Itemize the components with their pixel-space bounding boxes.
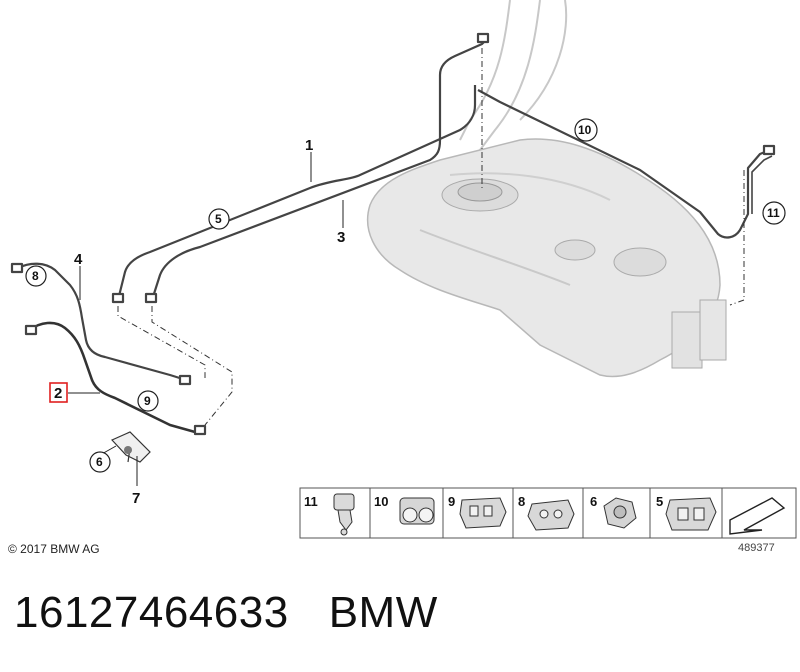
fuel-line-10 bbox=[477, 89, 771, 239]
circled-callouts: 5 10 11 8 9 6 bbox=[25, 118, 786, 473]
callout-2-highlight: 2 bbox=[49, 382, 68, 403]
leader-lines bbox=[68, 152, 344, 486]
fuel-line-3 bbox=[116, 85, 477, 301]
legend-num-6: 6 bbox=[590, 494, 597, 509]
callout-6: 6 bbox=[96, 455, 103, 469]
callout-11: 11 bbox=[767, 206, 780, 220]
fuel-tank bbox=[366, 138, 727, 378]
callout-4: 4 bbox=[74, 251, 83, 268]
legend-part-10-icon bbox=[399, 497, 435, 525]
legend-part-9-icon bbox=[459, 497, 507, 529]
callout-8: 8 bbox=[32, 269, 39, 283]
callout-5: 5 bbox=[215, 212, 222, 226]
arrow-icon bbox=[729, 497, 786, 535]
fuel-line-1 bbox=[150, 37, 489, 301]
legend-part-8-icon bbox=[527, 499, 575, 531]
legend-num-5: 5 bbox=[656, 494, 663, 509]
callout-1: 1 bbox=[305, 137, 313, 154]
legend-num-11: 11 bbox=[304, 494, 318, 509]
clip-part bbox=[110, 431, 151, 463]
copyright-text: © 2017 BMW AG bbox=[8, 542, 100, 556]
connection-paths bbox=[117, 48, 745, 426]
part-number-line: 16127464633 BMW bbox=[14, 588, 438, 638]
parts-legend: 11 10 9 8 6 5 bbox=[299, 487, 797, 539]
fuel-lines bbox=[10, 32, 776, 436]
callout-3: 3 bbox=[337, 229, 345, 246]
legend-num-9: 9 bbox=[448, 494, 455, 509]
fuel-line-4 bbox=[17, 262, 187, 382]
fuel-line-2 bbox=[29, 321, 196, 434]
fuel-line-11 bbox=[751, 155, 773, 214]
legend-part-6-icon bbox=[603, 497, 637, 529]
legend-part-5-icon bbox=[665, 497, 717, 531]
part-number: 16127464633 bbox=[14, 588, 289, 637]
legend-num-8: 8 bbox=[518, 494, 525, 509]
legend-part-11-icon bbox=[333, 493, 355, 536]
callout-7: 7 bbox=[132, 490, 140, 507]
callout-9: 9 bbox=[144, 394, 151, 408]
callout-2: 2 bbox=[54, 385, 62, 402]
brand-name: BMW bbox=[328, 588, 438, 637]
callout-10: 10 bbox=[578, 123, 592, 137]
document-number: 489377 bbox=[738, 542, 775, 554]
legend-num-10: 10 bbox=[374, 494, 388, 509]
